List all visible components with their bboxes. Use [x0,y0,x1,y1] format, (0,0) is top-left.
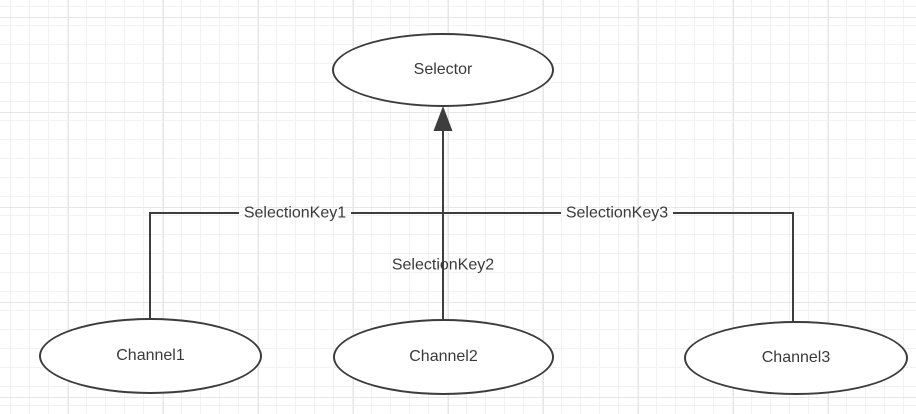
node-channel1[interactable]: Channel1 [39,318,262,394]
node-channel2[interactable]: Channel2 [333,319,554,395]
node-channel1-label: Channel1 [116,347,185,364]
node-channel3-label: Channel3 [761,349,831,366]
node-selector-label: Selector [413,61,473,78]
edge-channel3-path[interactable] [673,212,794,323]
arrowhead-up-icon [433,106,453,131]
edge-label-selectionkey2[interactable]: SelectionKey2 [391,256,495,274]
node-selector[interactable]: Selector [332,33,554,107]
edge-label-selectionkey1[interactable]: SelectionKey1 [243,204,347,222]
edge-channel1-path[interactable] [149,212,239,320]
node-channel2-label: Channel2 [409,348,478,365]
edge-label-selectionkey3[interactable]: SelectionKey3 [565,204,669,222]
node-channel3[interactable]: Channel3 [684,321,908,395]
